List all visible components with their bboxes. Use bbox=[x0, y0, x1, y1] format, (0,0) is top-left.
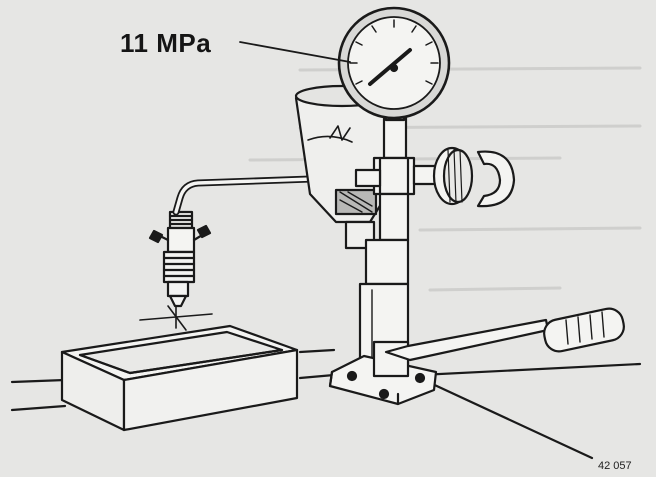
pump-lever-icon bbox=[372, 307, 625, 378]
rotation-arrow-icon bbox=[476, 150, 516, 208]
label-leader-line bbox=[239, 41, 351, 63]
pressure-label: 11 MPa bbox=[120, 28, 212, 58]
workbench bbox=[10, 348, 642, 460]
pressure-gauge-icon bbox=[337, 6, 451, 120]
collection-tray bbox=[60, 324, 299, 432]
injector-nozzle-icon bbox=[148, 210, 212, 308]
figure-number: 42 057 bbox=[598, 460, 632, 472]
valve-knob bbox=[412, 146, 474, 206]
base-plate bbox=[328, 354, 438, 406]
